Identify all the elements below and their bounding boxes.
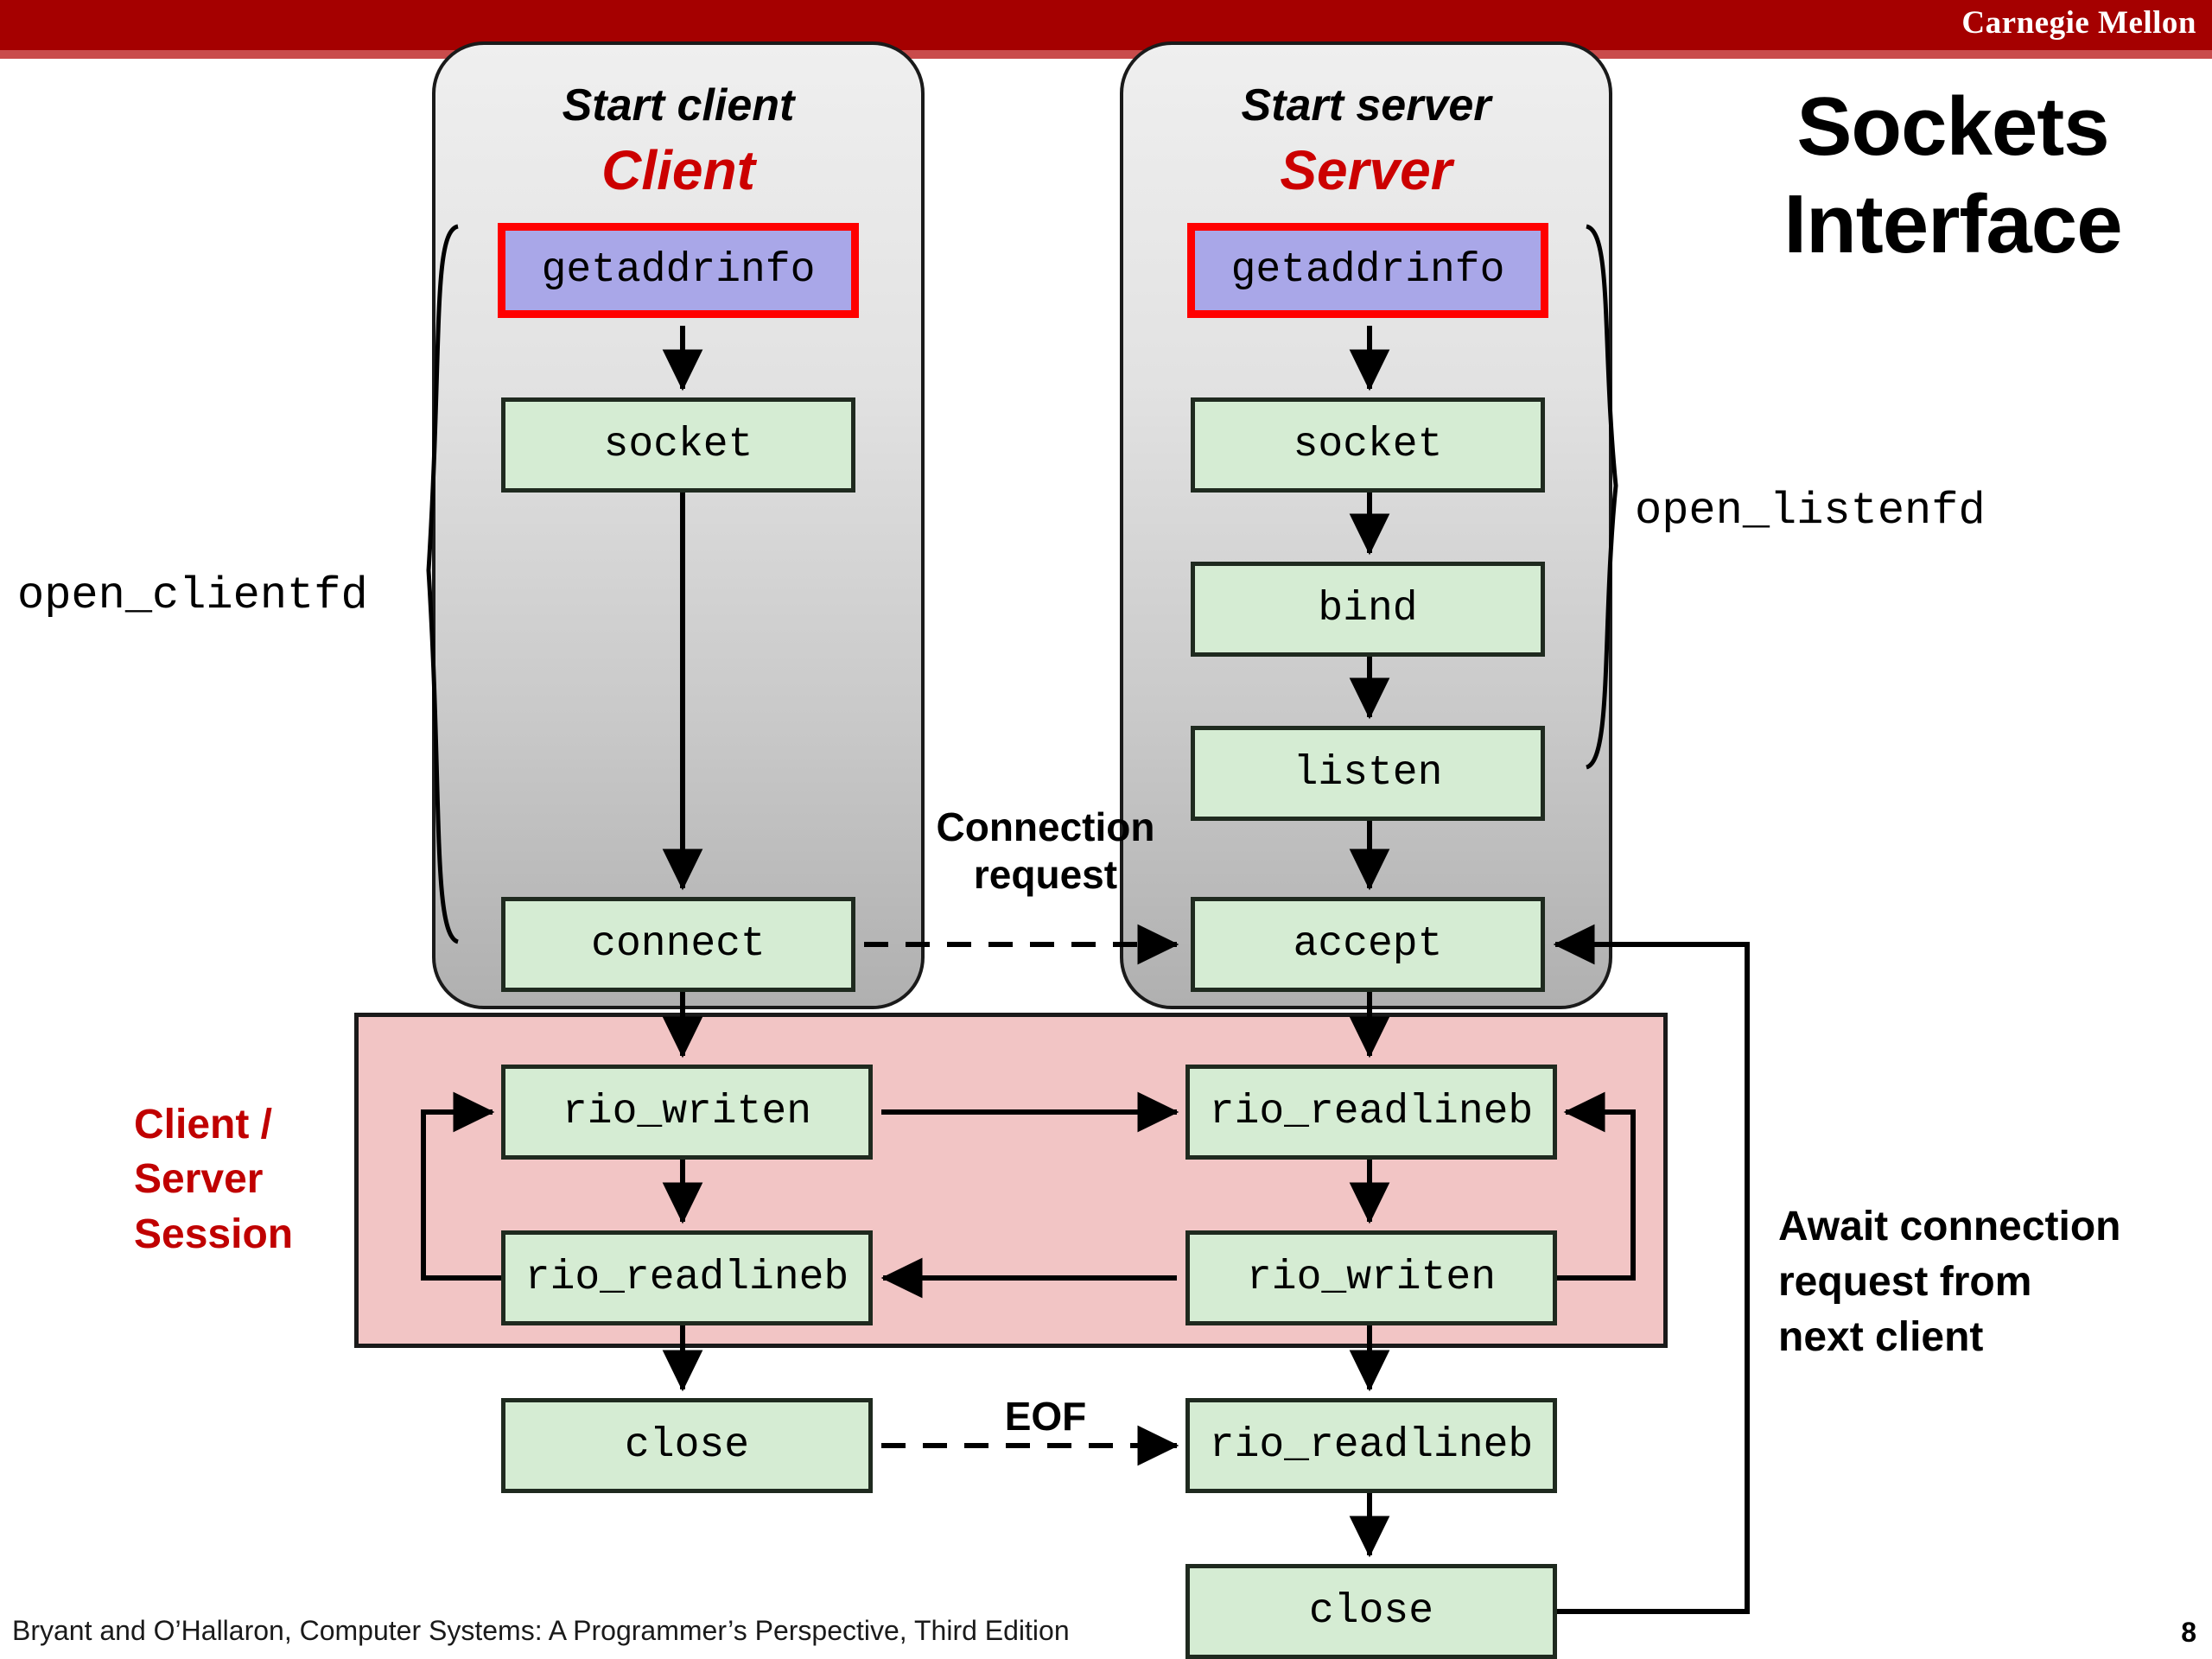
carnegie-mellon-wordmark: Carnegie Mellon — [1961, 5, 2196, 41]
connection-request-line-2: request — [973, 852, 1118, 898]
client-close-box[interactable]: close — [501, 1398, 873, 1493]
client-role-label: Client — [601, 139, 755, 201]
open-listenfd-label: open_listenfd — [1635, 486, 1986, 537]
client-rio-writen-box[interactable]: rio_writen — [501, 1065, 873, 1160]
connection-request-line-1: Connection — [936, 804, 1155, 849]
await-note-line-3: next client — [1778, 1313, 1984, 1360]
server-rio-readlineb-eof-box[interactable]: rio_readlineb — [1185, 1398, 1557, 1493]
session-label-line-3: Session — [134, 1211, 294, 1257]
server-socket-box[interactable]: socket — [1191, 397, 1545, 493]
client-lane-panel: Start client Client — [432, 41, 925, 1009]
client-start-label: Start client — [562, 80, 795, 130]
page-title: Sockets Interface — [1694, 78, 2212, 274]
page-number: 8 — [2181, 1617, 2196, 1648]
client-rio-readlineb-box[interactable]: rio_readlineb — [501, 1230, 873, 1325]
header-underline — [0, 50, 2212, 59]
await-note-line-1: Await connection — [1778, 1204, 2121, 1249]
server-accept-box[interactable]: accept — [1191, 897, 1545, 992]
connection-request-label: Connection request — [899, 804, 1192, 899]
header-bar — [0, 0, 2212, 50]
server-start-label: Start server — [1241, 80, 1491, 130]
await-connection-note: Await connection request from next clien… — [1778, 1199, 2184, 1364]
server-role-label: Server — [1280, 139, 1452, 201]
client-server-session-label: Client / Server Session — [134, 1097, 350, 1262]
session-label-line-2: Server — [134, 1156, 264, 1203]
client-socket-box[interactable]: socket — [501, 397, 855, 493]
open-clientfd-label: open_clientfd — [17, 570, 368, 621]
session-label-line-1: Client / — [134, 1102, 273, 1147]
server-bind-box[interactable]: bind — [1191, 562, 1545, 657]
server-rio-writen-box[interactable]: rio_writen — [1185, 1230, 1557, 1325]
title-line-1: Sockets — [1796, 80, 2109, 173]
await-note-line-2: request from — [1778, 1258, 2032, 1305]
client-getaddrinfo-box[interactable]: getaddrinfo — [498, 223, 859, 318]
client-connect-box[interactable]: connect — [501, 897, 855, 992]
server-close-box[interactable]: close — [1185, 1564, 1557, 1659]
eof-label: EOF — [1004, 1394, 1087, 1439]
server-listen-box[interactable]: listen — [1191, 726, 1545, 821]
server-getaddrinfo-box[interactable]: getaddrinfo — [1187, 223, 1548, 318]
server-rio-readlineb-box[interactable]: rio_readlineb — [1185, 1065, 1557, 1160]
title-line-2: Interface — [1783, 178, 2122, 271]
footer-credit: Bryant and O’Hallaron, Computer Systems:… — [12, 1615, 1070, 1646]
server-lane-panel: Start server Server — [1120, 41, 1612, 1009]
